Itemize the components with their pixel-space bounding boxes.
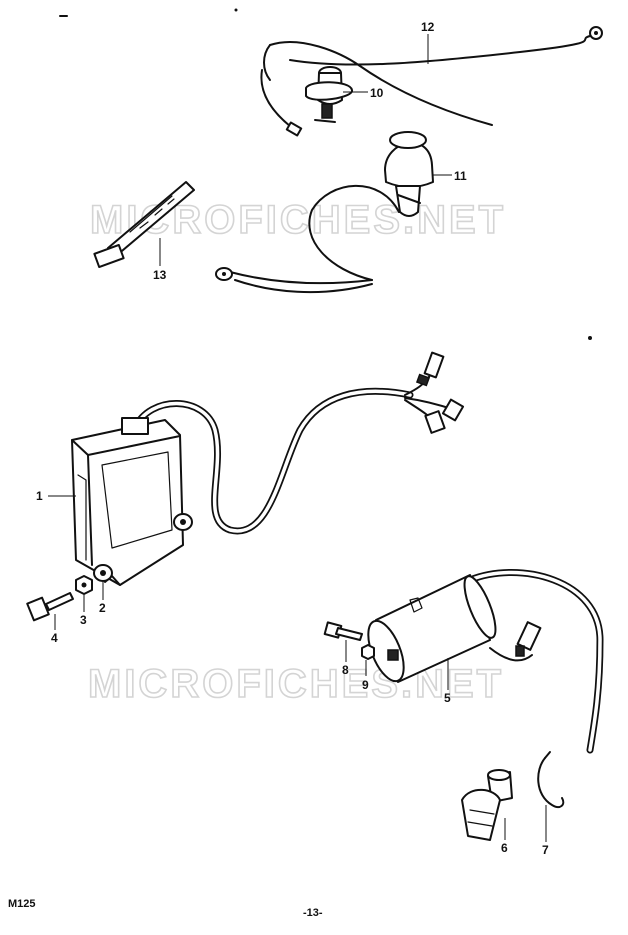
part-11-bulb-socket [215, 131, 434, 294]
callout-8: 8 [342, 663, 349, 677]
part-1-cdi-unit [71, 351, 465, 586]
callout-2: 2 [99, 601, 106, 615]
part-13-cable-band [93, 181, 195, 269]
callout-4: 4 [51, 631, 58, 645]
page-number: -13- [303, 907, 323, 919]
callout-5: 5 [444, 691, 451, 705]
part-10-switch [260, 66, 353, 137]
callout-7: 7 [542, 843, 549, 857]
callout-11: 11 [454, 169, 467, 183]
callout-9: 9 [362, 678, 369, 692]
callout-6: 6 [501, 841, 508, 855]
speck-dot [588, 336, 592, 340]
callout-10: 10 [370, 86, 384, 100]
callout-13: 13 [153, 268, 167, 282]
part-9-nut [361, 644, 375, 660]
callout-12: 12 [421, 20, 435, 34]
part-12-lead-wire [263, 26, 603, 126]
speck-dot [234, 8, 238, 12]
callout-1: 1 [36, 489, 43, 503]
leader-lines [48, 34, 547, 842]
part-8-bolt [323, 621, 363, 641]
part-6-plug-cap [461, 769, 513, 841]
part-2-washer [93, 564, 113, 582]
part-5-ignition-coil [367, 569, 604, 754]
model-code: M125 [8, 898, 36, 910]
part-7-clip [537, 751, 565, 808]
watermark-bottom: MICROFICHES.NET [88, 662, 504, 706]
part-4-bolt [26, 592, 74, 622]
callout-3: 3 [80, 613, 87, 627]
part-3-nut [75, 575, 93, 595]
